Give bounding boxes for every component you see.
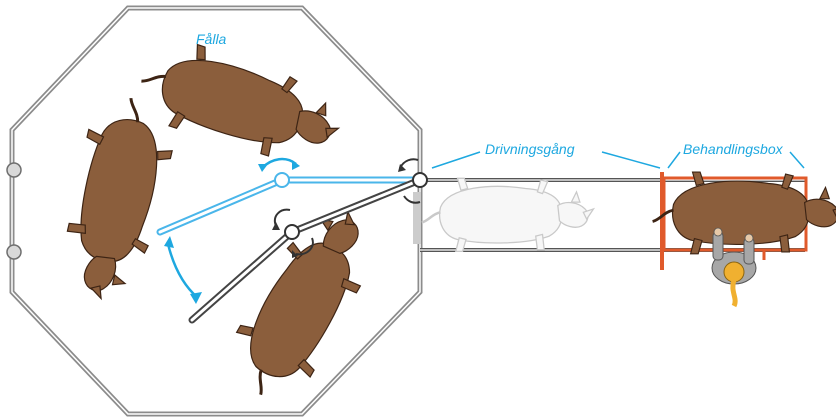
- pen-walls: [9, 5, 423, 417]
- gate-current-position: [188, 172, 428, 324]
- pen-label: Fålla: [196, 31, 227, 47]
- rotate-arrow-icon: [164, 236, 202, 304]
- gate-open-position: [156, 172, 420, 236]
- cow-icon: [50, 88, 184, 309]
- person-icon: [711, 227, 757, 308]
- treatment-box-label: Behandlingsbox: [683, 141, 784, 157]
- ghost-cow-icon: [420, 177, 595, 253]
- rotate-arrow-icon: [398, 158, 421, 204]
- drive-alley-label: Drivningsgång: [485, 141, 575, 157]
- rotate-arrow-icon: [258, 157, 300, 172]
- wall-post-lower: [6, 244, 22, 260]
- label-leaders: [431, 151, 805, 169]
- rotate-arrow-icon: [272, 208, 314, 258]
- wall-post-upper: [6, 162, 22, 178]
